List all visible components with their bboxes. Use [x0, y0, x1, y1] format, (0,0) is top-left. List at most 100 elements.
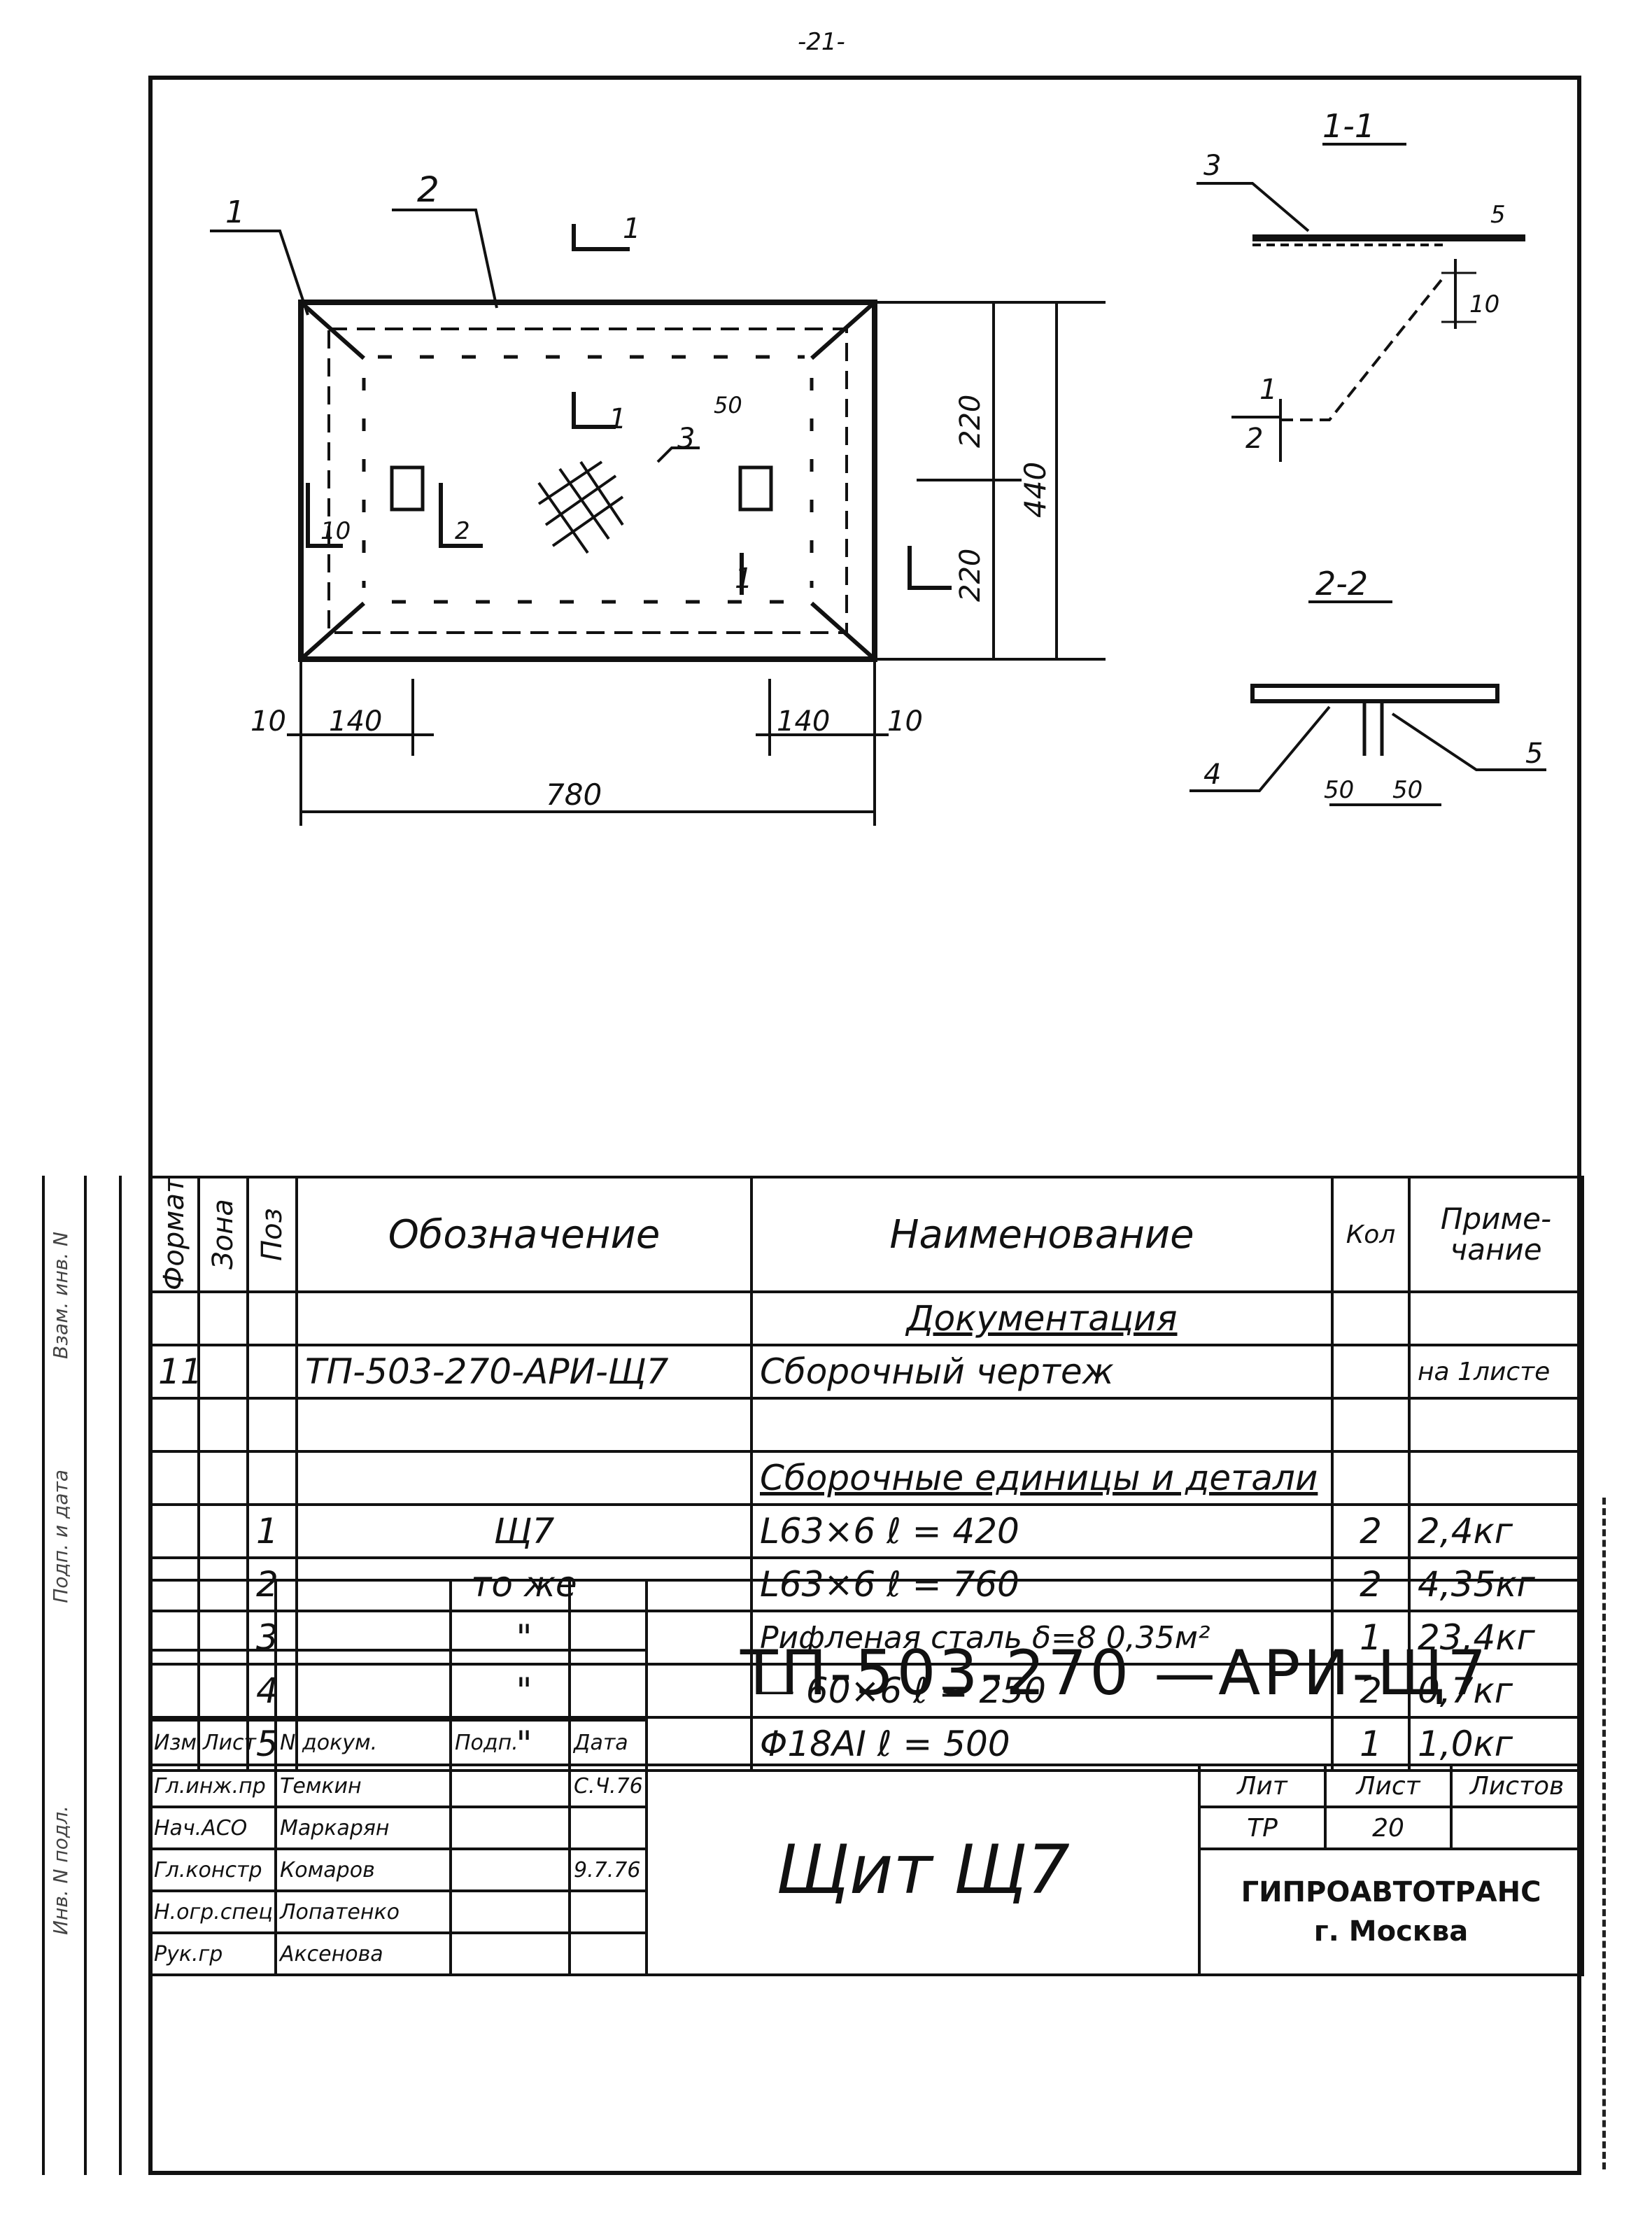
checker-plate-hatch	[537, 460, 624, 554]
doc-format: 11	[148, 1344, 200, 1400]
signer-role: Гл.констр	[148, 1848, 277, 1892]
row-qty: 2	[1331, 1503, 1411, 1559]
page-number: -21-	[798, 28, 845, 56]
right-edge-rule	[1602, 1498, 1606, 2169]
section-2-2-dim-50-left: 50	[1324, 776, 1354, 804]
dim-140-right: 140	[777, 705, 830, 738]
lit-value: ТР	[1198, 1806, 1327, 1850]
binding-margin: Взам. инв. N Подп. и дата Инв. N подл.	[14, 1176, 140, 2175]
signer-date	[568, 1889, 648, 1934]
signer-role: Н.огр.спец	[148, 1889, 277, 1934]
section-1-1-callout-3: 3	[1203, 150, 1221, 182]
callout-1: 1	[225, 195, 245, 230]
handle-left	[390, 465, 425, 512]
tb-header-ndokum: N докум.	[274, 1719, 452, 1766]
sheet-value: 20	[1324, 1806, 1453, 1850]
tb-header-data: Дата	[568, 1719, 648, 1766]
signer-role: Рук.гр	[148, 1931, 277, 1976]
doc-designation: ТП-503-270-АРИ-Щ7	[295, 1344, 753, 1400]
dim-780: 780	[546, 777, 602, 812]
lit-label: Лит	[1198, 1764, 1327, 1808]
row-designation: Щ7	[295, 1503, 753, 1559]
signer-role: Нач.АСО	[148, 1806, 277, 1850]
section-2-2-plate	[1250, 684, 1499, 703]
table-row	[148, 1397, 1584, 1453]
row-pos: 1	[246, 1503, 298, 1559]
section-2-2-dim-50-right: 50	[1392, 776, 1422, 804]
section-2-2-title: 2-2	[1315, 565, 1368, 603]
title-block: ТП-503-270 —АРИ-Щ7 Изм. Лист N докум. По…	[148, 1579, 1585, 2175]
margin-label: Подп. и дата	[49, 1470, 72, 1603]
dim-440: 440	[1018, 462, 1052, 518]
col-name: Наименование	[750, 1176, 1334, 1293]
org-city: г. Москва	[1313, 1915, 1469, 1948]
signer-name: Аксенова	[274, 1931, 452, 1976]
margin-label: Инв. N подл.	[49, 1806, 72, 1935]
tb-header-izm: Изм.	[148, 1719, 200, 1766]
section-1-1-title: 1-1	[1322, 107, 1375, 145]
doc-note: на 1листе	[1408, 1344, 1584, 1400]
plate-inner-outline	[327, 328, 848, 634]
row-note: 2,4кг	[1408, 1503, 1584, 1559]
table-row: Документация	[148, 1290, 1584, 1346]
spec-header-row: Формат Зона Поз Обозначение Наименование…	[150, 1176, 1584, 1293]
dim-10-left: 10	[250, 705, 286, 738]
corner-diagonal	[299, 601, 365, 661]
signer-name: Комаров	[274, 1848, 452, 1892]
section-mark-1-bottom: 1	[735, 563, 752, 595]
dim-220-bottom: 220	[954, 549, 987, 602]
table-row: Сборочные единицы и детали	[148, 1450, 1584, 1506]
plate-outline	[298, 300, 877, 662]
corner-diagonal	[299, 300, 365, 360]
section-documentation: Документация	[750, 1290, 1334, 1346]
drawing-frame	[148, 76, 1581, 2175]
signer-role: Гл.инж.пр	[148, 1764, 277, 1808]
col-zone: Зона	[199, 1177, 248, 1292]
col-note: Приме-чание	[1408, 1176, 1584, 1293]
handle-right	[738, 465, 773, 512]
table-row: 11 ТП-503-270-АРИ-Щ7 Сборочный чертеж на…	[148, 1344, 1584, 1400]
corner-diagonal	[810, 300, 876, 360]
doc-code: ТП-503-270 —АРИ-Щ7	[644, 1579, 1585, 1766]
col-format: Формат	[150, 1177, 199, 1292]
dim-220-top: 220	[954, 395, 987, 448]
doc-name: Сборочный чертеж	[750, 1344, 1334, 1400]
sheet-label: Лист	[1324, 1764, 1453, 1808]
section-mark-1-top: 1	[623, 213, 640, 245]
dim-140-left: 140	[329, 705, 382, 738]
section-2-2-callout-4: 4	[1203, 759, 1221, 791]
section-mark-10: 10	[320, 517, 351, 545]
signer-name: Маркарян	[274, 1806, 452, 1850]
signer-name: Темкин	[274, 1764, 452, 1808]
dim-10-right: 10	[887, 705, 923, 738]
callout-2: 2	[417, 169, 439, 210]
section-mark-2: 2	[455, 517, 470, 545]
signer-date: 9.7.76	[568, 1848, 648, 1892]
table-row: 1 Щ7 L63×6 ℓ = 420 2 2,4кг	[148, 1503, 1584, 1559]
signer-date	[568, 1931, 648, 1976]
margin-label: Взам. инв. N	[49, 1232, 72, 1359]
col-pos: Поз	[248, 1177, 297, 1292]
tb-header-podp: Подп.	[449, 1719, 571, 1766]
col-qty: Кол	[1331, 1176, 1411, 1293]
dim-50: 50	[714, 392, 742, 418]
section-parts: Сборочные единицы и детали	[750, 1450, 1334, 1506]
section-2-2-callout-5: 5	[1525, 738, 1543, 770]
corner-diagonal	[810, 601, 876, 661]
section-mark-1-mid: 1	[609, 403, 626, 435]
org-name: ГИПРОАВТОТРАНС	[1241, 1876, 1541, 1908]
section-1-1-dim-10: 10	[1469, 290, 1499, 318]
tb-header-list: Лист	[197, 1719, 277, 1766]
col-designation: Обозначение	[295, 1176, 753, 1293]
section-1-1-dim-5: 5	[1490, 201, 1506, 229]
sheets-label: Листов	[1449, 1764, 1585, 1808]
section-1-1-callout-1: 1	[1259, 374, 1277, 406]
row-name: L63×6 ℓ = 420	[750, 1503, 1334, 1559]
section-1-1-callout-2: 2	[1245, 423, 1263, 455]
callout-3: 3	[677, 423, 695, 455]
signer-date	[568, 1806, 648, 1850]
product-name: Щит Щ7	[645, 1764, 1201, 1976]
signer-date: С.Ч.76	[568, 1764, 648, 1808]
signer-name: Лопатенко	[274, 1889, 452, 1934]
